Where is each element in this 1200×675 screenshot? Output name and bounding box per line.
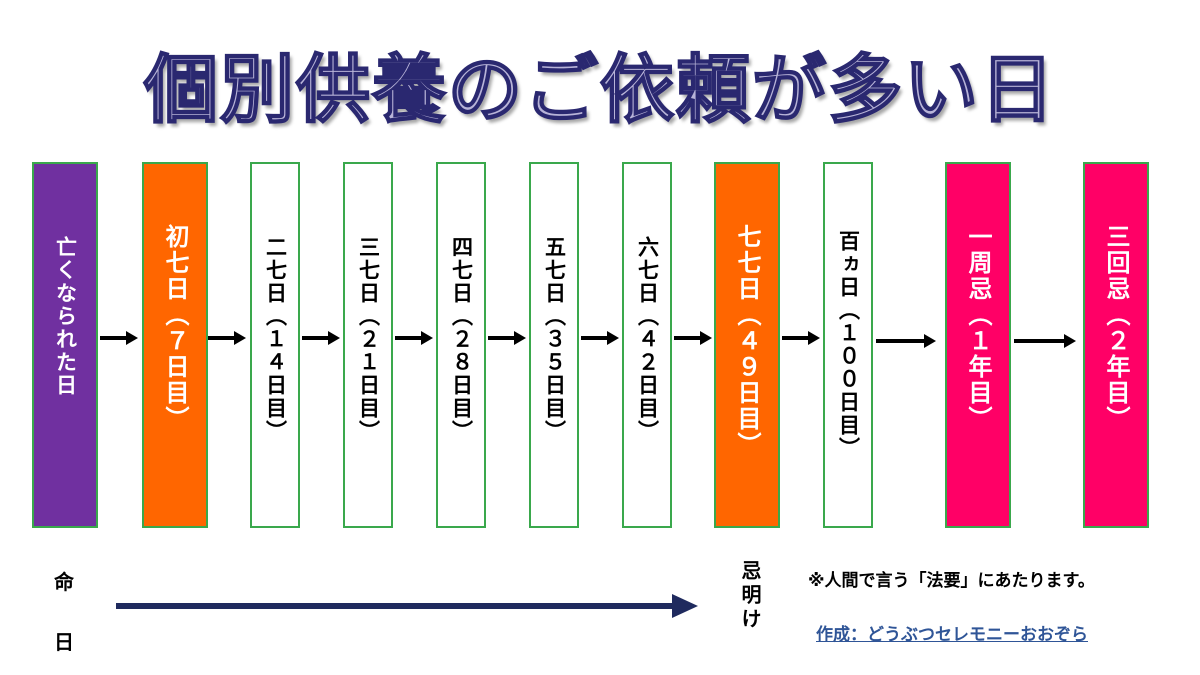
right-arrow-icon bbox=[100, 331, 138, 345]
step-label: 四七日（２８日目） bbox=[449, 236, 474, 443]
step-box-sankaiki: 三回忌（２年目） bbox=[1083, 162, 1149, 528]
step-label: 六七日（４２日目） bbox=[635, 236, 660, 443]
start-label-char2: 日 bbox=[54, 630, 74, 654]
step-label: 三七日（２１日目） bbox=[356, 236, 381, 443]
step-label: 二七日（１４日目） bbox=[263, 236, 288, 443]
step-box-munanoka: 六七日（４２日目） bbox=[622, 162, 672, 528]
right-arrow-icon bbox=[488, 331, 526, 345]
right-arrow-icon bbox=[395, 331, 433, 345]
note-text: ※人間で言う「法要」にあたります。 bbox=[808, 571, 1095, 591]
step-label: 亡くなられた日 bbox=[53, 236, 78, 397]
step-label: 初七日（７日目） bbox=[161, 224, 189, 432]
right-arrow-icon bbox=[581, 331, 619, 345]
step-box-isshuki: 一周忌（１年目） bbox=[945, 162, 1011, 528]
right-arrow-icon bbox=[674, 331, 712, 345]
credit-link[interactable]: 作成：どうぶつセレモニーおおぞら bbox=[816, 625, 1088, 645]
timeline-arrow bbox=[116, 594, 698, 618]
step-label: 一周忌（１年目） bbox=[964, 224, 992, 432]
right-arrow-icon bbox=[302, 331, 340, 345]
right-arrow-icon bbox=[782, 331, 820, 345]
step-box-minanoka: 三七日（２１日目） bbox=[343, 162, 393, 528]
step-label: 五七日（３５日目） bbox=[542, 236, 567, 443]
right-arrow-icon bbox=[208, 331, 246, 345]
step-label: 七七日（４９日目） bbox=[733, 224, 761, 458]
page-title: 個別供養のご依頼が多い日 bbox=[143, 46, 1056, 134]
step-box-itsunanoka: 五七日（３５日目） bbox=[529, 162, 579, 528]
step-box-shijukunichi: 七七日（４９日目） bbox=[714, 162, 780, 528]
step-label: 百ヵ日（１００日目） bbox=[836, 230, 861, 460]
step-box-yonanoka: 四七日（２８日目） bbox=[436, 162, 486, 528]
start-label-char1: 命 bbox=[54, 570, 74, 594]
end-label: 忌明け bbox=[738, 560, 762, 632]
step-box-futananoka: 二七日（１４日目） bbox=[250, 162, 300, 528]
right-arrow-icon bbox=[876, 334, 936, 348]
right-arrow-icon bbox=[1014, 334, 1076, 348]
step-box-shonanoka: 初七日（７日目） bbox=[142, 162, 208, 528]
step-label: 三回忌（２年目） bbox=[1102, 224, 1130, 432]
step-box-hyakkanichi: 百ヵ日（１００日目） bbox=[823, 162, 873, 528]
step-box-deceased-day: 亡くなられた日 bbox=[32, 162, 98, 528]
